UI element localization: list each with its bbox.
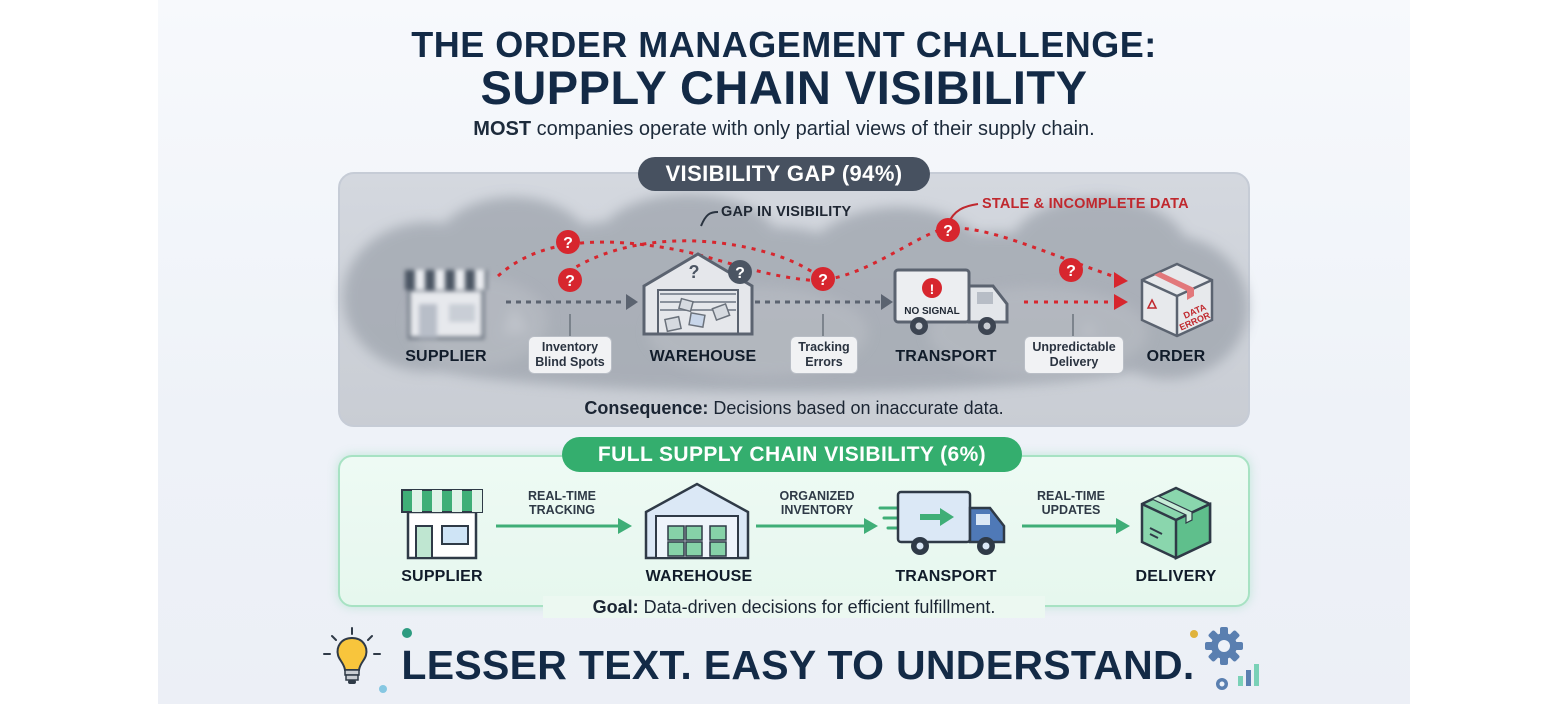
title-line-2: SUPPLY CHAIN VISIBILITY bbox=[480, 61, 1088, 114]
chip-inventory-blind-spots: Inventory Blind Spots bbox=[528, 336, 612, 374]
red-dashed-paths bbox=[496, 226, 1119, 304]
consequence-text: Consequence: Decisions based on inaccura… bbox=[584, 398, 1004, 418]
callout-stale-data: STALE & INCOMPLETE DATA bbox=[982, 196, 1189, 212]
store-icon bbox=[401, 489, 483, 560]
chip-tracking-errors: Tracking Errors bbox=[790, 336, 858, 374]
warehouse-icon: ? ? bbox=[642, 252, 754, 336]
question-icon: ? bbox=[936, 218, 960, 242]
truck-icon: ! NO SIGNAL bbox=[893, 268, 1009, 335]
warehouse-icon bbox=[644, 482, 750, 560]
full-visibility-pill: FULL SUPPLY CHAIN VISIBILITY (6%) bbox=[562, 437, 1022, 472]
full-stage-transport: TRANSPORT bbox=[895, 568, 997, 585]
arrow-label-real-time-tracking: REAL-TIME TRACKING bbox=[527, 489, 597, 517]
full-stage-supplier: SUPPLIER bbox=[401, 568, 483, 585]
arrow-label-organized-inventory: ORGANIZED INVENTORY bbox=[779, 489, 855, 517]
no-signal-text: NO SIGNAL bbox=[904, 306, 960, 317]
gap-stage-warehouse: WAREHOUSE bbox=[649, 348, 757, 365]
tagline: LESSER TEXT. EASY TO UNDERSTAND. bbox=[401, 642, 1195, 688]
callout-gap-in-visibility: GAP IN VISIBILITY bbox=[721, 204, 852, 220]
decorative-dot bbox=[379, 685, 387, 693]
svg-text:?: ? bbox=[943, 223, 953, 240]
bar-chart-icon bbox=[1238, 664, 1259, 686]
arrow-label-real-time-updates: REAL-TIME UPDATES bbox=[1036, 489, 1106, 517]
question-mark-text: ? bbox=[689, 262, 700, 282]
question-icon: ? bbox=[1059, 258, 1083, 282]
full-flow-arrows bbox=[496, 518, 1130, 534]
svg-text:?: ? bbox=[1066, 263, 1076, 280]
visibility-gap-pill: VISIBILITY GAP (94%) bbox=[638, 157, 930, 191]
gap-stage-supplier: SUPPLIER bbox=[405, 348, 487, 365]
chip-unpredictable-delivery: Unpredictable Delivery bbox=[1024, 336, 1124, 374]
gap-stage-order: ORDER bbox=[1146, 348, 1206, 365]
question-markers: ? ? ? ? ? bbox=[556, 218, 1083, 292]
truck-icon bbox=[878, 490, 1006, 555]
gap-flow-lines bbox=[496, 203, 1128, 336]
subtitle: MOST companies operate with only partial… bbox=[158, 118, 1410, 141]
svg-text:?: ? bbox=[818, 272, 828, 289]
goal-text: Goal: Data-driven decisions for efficien… bbox=[543, 596, 1045, 618]
infographic-canvas: THE ORDER MANAGEMENT CHALLENGE: SUPPLY C… bbox=[158, 0, 1410, 704]
box-icon: DATA ERROR bbox=[1140, 262, 1214, 338]
gear-icon bbox=[1190, 627, 1243, 690]
title-line-1: THE ORDER MANAGEMENT CHALLENGE: bbox=[411, 24, 1157, 65]
lightbulb-icon bbox=[323, 627, 381, 684]
svg-text:!: ! bbox=[930, 281, 935, 297]
svg-text:?: ? bbox=[565, 273, 575, 290]
gap-stage-transport: TRANSPORT bbox=[895, 348, 997, 365]
svg-text:?: ? bbox=[735, 265, 745, 282]
box-icon bbox=[1140, 486, 1212, 560]
subtitle-text: companies operate with only partial view… bbox=[531, 118, 1095, 140]
svg-text:?: ? bbox=[563, 235, 573, 252]
full-stage-delivery: DELIVERY bbox=[1135, 568, 1217, 585]
subtitle-bold: MOST bbox=[473, 118, 532, 140]
question-icon: ? bbox=[556, 230, 580, 254]
question-icon: ? bbox=[558, 268, 582, 292]
decorative-dot bbox=[402, 628, 412, 638]
store-icon bbox=[405, 270, 487, 340]
full-stage-warehouse: WAREHOUSE bbox=[645, 568, 753, 585]
question-icon: ? bbox=[811, 267, 835, 291]
